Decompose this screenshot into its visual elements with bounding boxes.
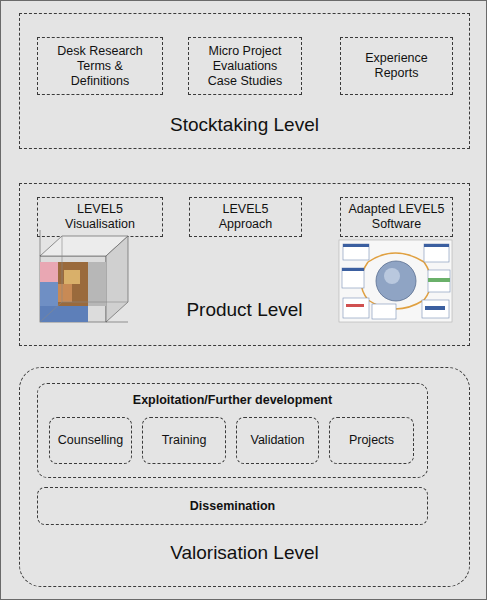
software-screenshot (339, 240, 452, 322)
activity-box: Counselling (49, 417, 132, 464)
box-label: Projects (332, 433, 412, 448)
box-label: Dissemination (83, 499, 383, 514)
box-label: Training (144, 433, 224, 448)
level-title: Stocktaking Level (20, 114, 469, 136)
group-heading: Exploitation/Further development (38, 393, 427, 407)
activity-box: Training (142, 417, 226, 464)
level-band: Product Level LEVEL5 Visualisation LEVEL5 … (19, 183, 470, 346)
box-label: Adapted LEVEL5 Software (343, 202, 451, 232)
level-band: Valorisation Level Exploitation/Further d… (19, 367, 470, 587)
activity-box: Projects (329, 417, 414, 464)
level-band: Stocktaking Level Desk Research Terms & D… (19, 13, 470, 149)
box-label: LEVEL5 Approach (210, 202, 282, 232)
process-box: Desk Research Terms & Definitions (37, 37, 163, 95)
process-box: Experience Reports (340, 37, 453, 95)
activity-box: Dissemination (37, 487, 428, 525)
level-title: Product Level (20, 299, 469, 321)
box-label: Counselling (51, 433, 131, 448)
activity-box: Validation (236, 417, 319, 464)
box-label: Desk Research Terms & Definitions (50, 44, 150, 89)
group-box: Exploitation/Further developmentCounsell… (37, 383, 428, 478)
box-label: Micro Project Evaluations Case Studies (198, 44, 293, 89)
level-title: Valorisation Level (20, 542, 469, 564)
box-label: Experience Reports (356, 51, 438, 81)
process-box: Micro Project Evaluations Case Studies (188, 37, 302, 95)
process-box: Adapted LEVEL5 Software (340, 197, 453, 237)
cube-illustration (40, 230, 128, 322)
process-box: LEVEL5 Visualisation (37, 197, 163, 237)
box-label: Validation (238, 433, 318, 448)
process-box: LEVEL5 Approach (189, 197, 302, 237)
box-label: LEVEL5 Visualisation (54, 202, 146, 232)
